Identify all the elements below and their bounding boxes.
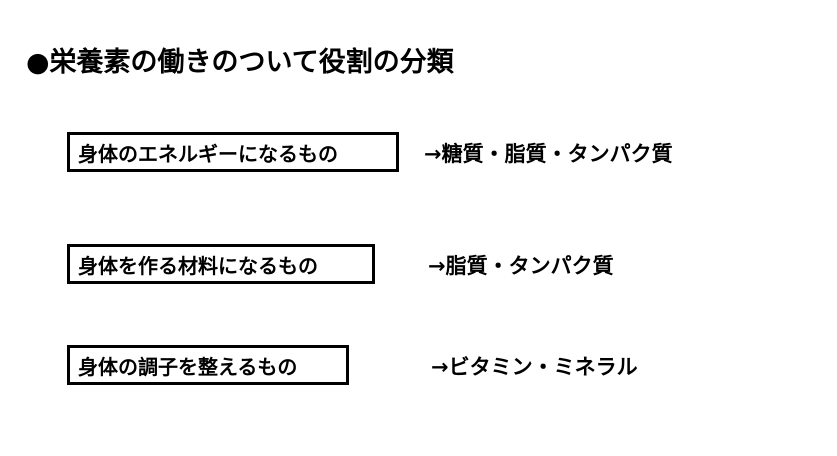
role-nutrients: →ビタミン・ミネラル (431, 355, 638, 379)
role-label-box: 身体を作る材料になるもの (67, 244, 375, 284)
role-label-box: 身体の調子を整えるもの (67, 345, 349, 385)
role-nutrients: →脂質・タンパク質 (428, 254, 614, 278)
role-nutrients: →糖質・脂質・タンパク質 (424, 142, 673, 166)
role-label-box: 身体のエネルギーになるもの (67, 132, 399, 172)
page-title: ●栄養素の働きのついて役割の分類 (26, 47, 454, 78)
